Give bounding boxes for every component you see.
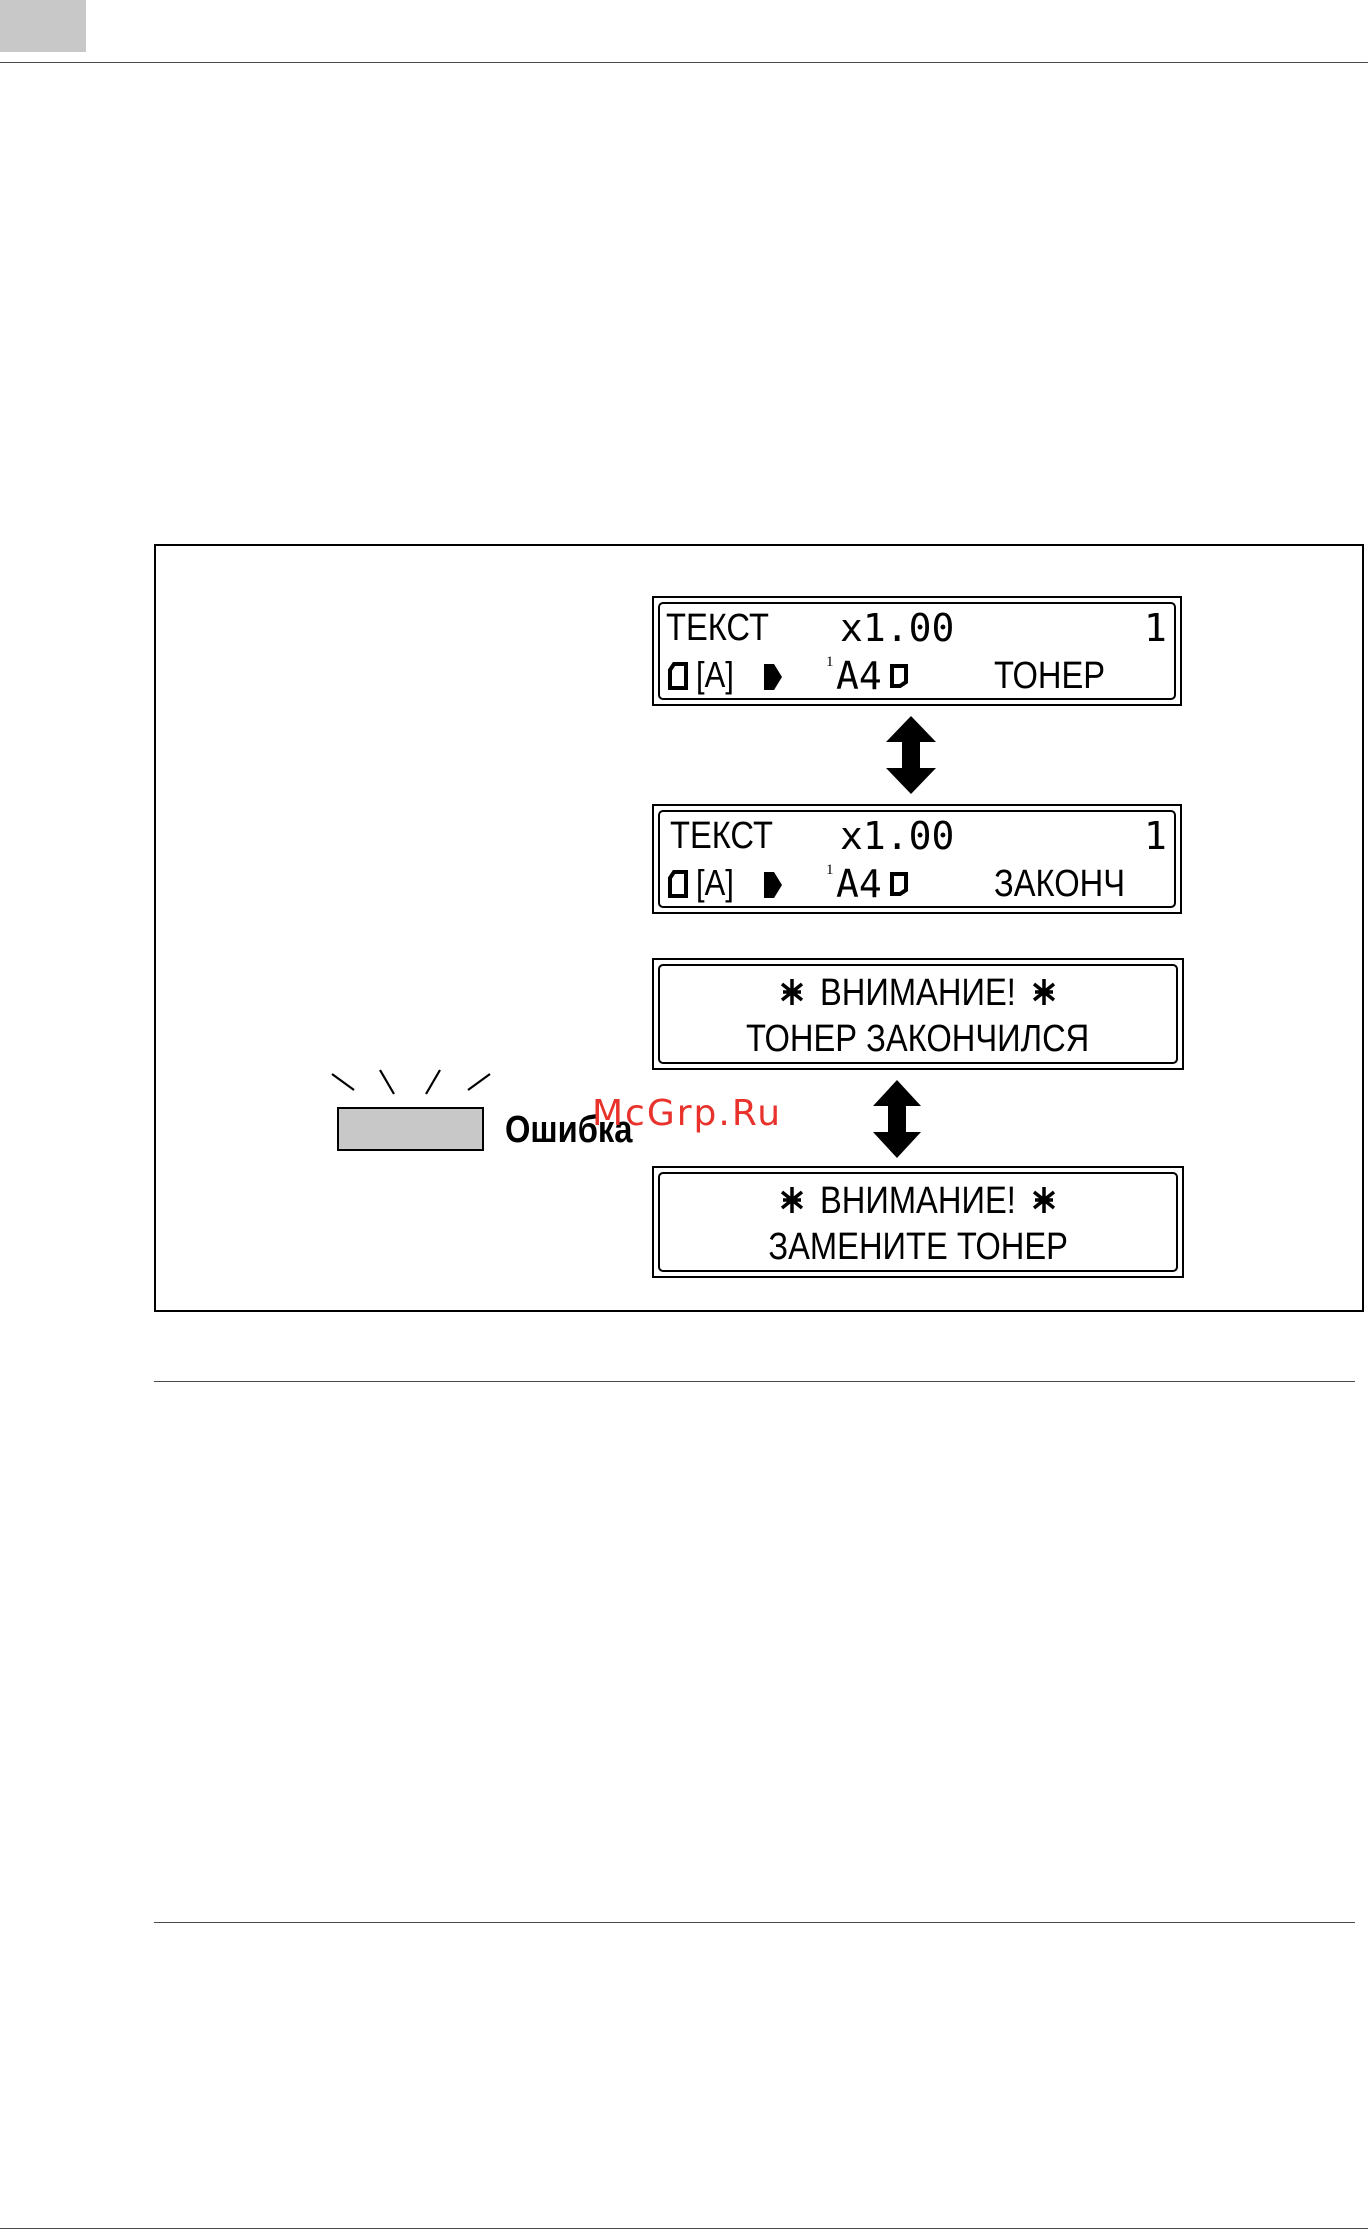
alert-message: ЗАМЕНИТЕ ТОНЕР — [768, 1228, 1068, 1266]
lcd-status: ЗАКОНЧ — [994, 865, 1125, 903]
lcd-count: 1 — [1144, 817, 1167, 855]
asterisk-icon — [1032, 977, 1056, 1007]
lcd-tray-number: 1 — [826, 655, 834, 670]
error-indicator-lamp[interactable] — [337, 1107, 484, 1151]
alert-title: ВНИМАНИЕ! — [820, 974, 1016, 1012]
lcd-count: 1 — [1144, 609, 1167, 647]
lcd-zoom: x1.00 — [840, 609, 954, 647]
lcd-alert-replace-toner: ВНИМАНИЕ! ЗАМЕНИТЕ ТОНЕР — [652, 1166, 1184, 1278]
lcd-mode: ТЕКСТ — [666, 609, 769, 647]
paper-icon — [890, 872, 908, 896]
bottom-rule — [0, 2228, 1368, 2229]
double-arrow-icon — [871, 1080, 923, 1158]
asterisk-icon — [780, 1185, 804, 1215]
lcd-tray-number: 1 — [826, 863, 834, 878]
alert-title-line: ВНИМАНИЕ! — [654, 974, 1182, 1012]
alert-message-line: ЗАМЕНИТЕ ТОНЕР — [654, 1228, 1182, 1266]
double-arrow-icon — [884, 716, 938, 794]
lcd-screen-toner: ТЕКСТ x1.00 1 [A] 1 A4 ТОНЕР — [652, 596, 1182, 706]
lcd-alert-toner-empty: ВНИМАНИЕ! ТОНЕР ЗАКОНЧИЛСЯ — [652, 958, 1184, 1070]
alert-title-line: ВНИМАНИЕ! — [654, 1182, 1182, 1220]
asterisk-icon — [1032, 1185, 1056, 1215]
original-icon — [668, 662, 688, 690]
lcd-screen-empty: ТЕКСТ x1.00 1 [A] 1 A4 ЗАКОНЧ — [652, 804, 1182, 914]
page-corner-tab — [0, 0, 86, 52]
original-icon — [668, 870, 688, 898]
section-rule — [154, 1922, 1355, 1923]
lcd-paper-size: A4 — [836, 865, 882, 903]
lcd-status: ТОНЕР — [994, 657, 1105, 695]
paper-icon — [890, 664, 908, 688]
alert-message: ТОНЕР ЗАКОНЧИЛСЯ — [746, 1020, 1089, 1058]
alert-title: ВНИМАНИЕ! — [820, 1182, 1016, 1220]
toner-icon — [762, 662, 784, 692]
alert-message-line: ТОНЕР ЗАКОНЧИЛСЯ — [654, 1020, 1182, 1058]
lcd-bracket-a: [A] — [696, 865, 734, 901]
lcd-mode: ТЕКСТ — [670, 817, 773, 855]
lcd-zoom: x1.00 — [840, 817, 954, 855]
lcd-paper-size: A4 — [836, 657, 882, 695]
section-rule — [154, 1381, 1355, 1382]
asterisk-icon — [780, 977, 804, 1007]
watermark: McGrp.Ru — [592, 1096, 782, 1132]
toner-icon — [762, 870, 784, 900]
lcd-bracket-a: [A] — [696, 657, 734, 693]
control-panel-figure: ТЕКСТ x1.00 1 [A] 1 A4 ТОНЕР ТЕКСТ x1.00… — [154, 544, 1364, 1312]
top-rule — [0, 62, 1368, 63]
blink-rays-icon — [328, 1066, 494, 1098]
